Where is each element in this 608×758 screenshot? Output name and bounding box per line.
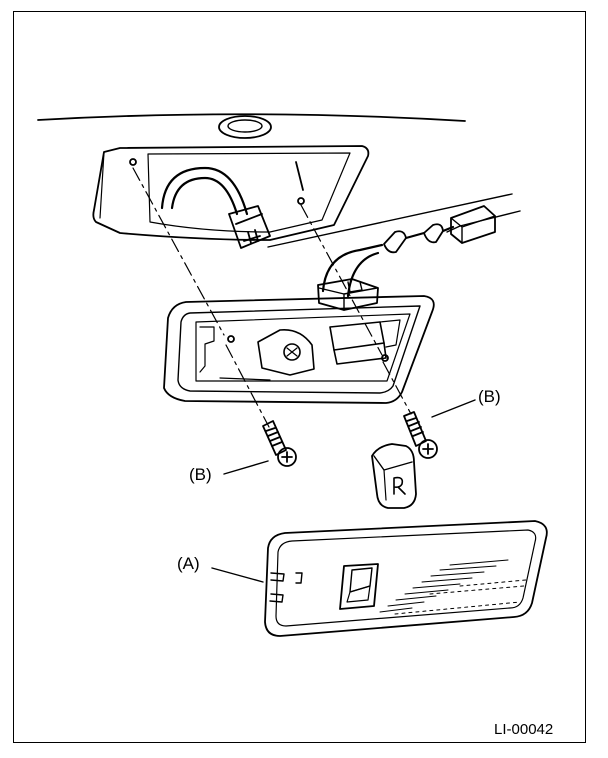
- callout-b-right: (B): [478, 387, 501, 406]
- screw-left: [262, 420, 297, 467]
- callout-b-left: (B): [189, 465, 212, 484]
- lamp-lens: [264, 520, 548, 637]
- wedge-bulb: [371, 443, 417, 509]
- leader-lines: [211, 399, 476, 583]
- callout-a: (A): [177, 554, 200, 573]
- figure-frame: [13, 11, 586, 743]
- lamp-housing: [163, 278, 435, 404]
- lens-hatching: [379, 559, 527, 615]
- screw-right: [403, 411, 438, 459]
- roof-panel: [37, 113, 466, 139]
- connector-plug: [228, 205, 271, 249]
- figure-code: LI-00042: [494, 721, 554, 738]
- roof-bracket: [92, 145, 370, 241]
- wiring-harness: [267, 193, 521, 298]
